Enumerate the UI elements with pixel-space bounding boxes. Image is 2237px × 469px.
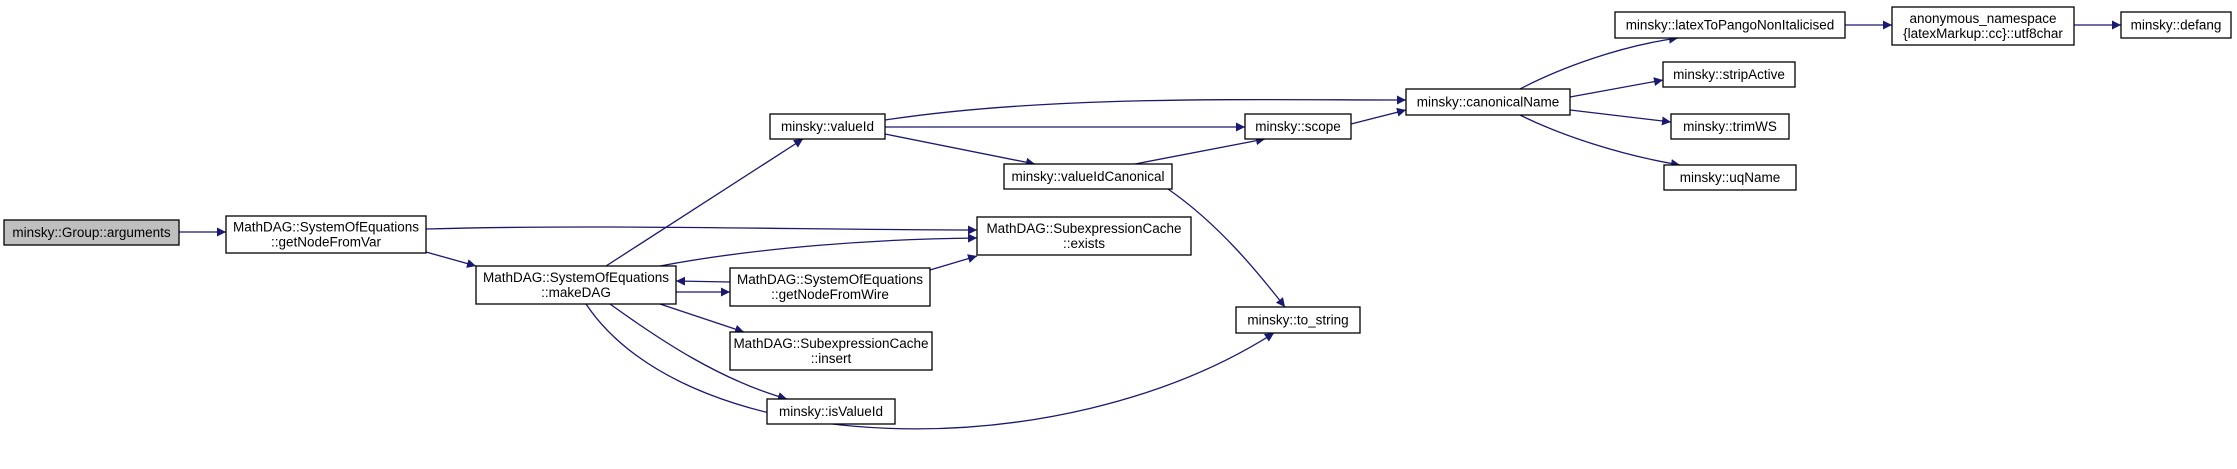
node-box <box>3 219 180 246</box>
node-label: MathDAG::SubexpressionCache <box>986 221 1181 236</box>
edges-layer <box>179 20 2121 430</box>
node-isValueId[interactable]: minsky::isValueId <box>766 398 896 425</box>
node-label: minsky::defang <box>2131 18 2222 33</box>
node-exists[interactable]: MathDAG::SubexpressionCache::exists <box>976 216 1192 256</box>
node-label: ::makeDAG <box>541 285 611 300</box>
node-box <box>729 267 931 307</box>
node-label: minsky::scope <box>1255 119 1341 134</box>
node-box <box>769 113 886 140</box>
edge-canonicalName-to-stripActive <box>1569 77 1664 98</box>
node-label: minsky::canonicalName <box>1417 95 1560 110</box>
node-valueId[interactable]: minsky::valueId <box>769 113 886 140</box>
node-getNodeFromVar[interactable]: MathDAG::SystemOfEquations::getNodeFromV… <box>225 215 427 254</box>
node-box <box>1662 61 1796 88</box>
node-makeDAG[interactable]: MathDAG::SystemOfEquations::makeDAG <box>475 265 677 305</box>
node-label: minsky::trimWS <box>1683 119 1777 134</box>
node-valueIdCanonical[interactable]: minsky::valueIdCanonical <box>1003 163 1173 190</box>
node-box <box>1614 11 1846 39</box>
node-box <box>729 331 933 371</box>
edge-valueId-to-valueIdCanonical <box>884 133 1036 167</box>
node-to_string[interactable]: minsky::to_string <box>1235 306 1361 334</box>
node-label: minsky::valueId <box>781 119 874 134</box>
node-utf8char[interactable]: anonymous_namespace{latexMarkup::cc}::ut… <box>1891 6 2075 46</box>
node-box <box>766 398 896 425</box>
node-latexToPango[interactable]: minsky::latexToPangoNonItalicised <box>1614 11 1846 39</box>
node-label: ::getNodeFromWire <box>771 287 889 302</box>
node-label: MathDAG::SystemOfEquations <box>233 220 419 235</box>
edge-canonicalName-to-latexToPango <box>1519 34 1679 90</box>
edge-makeDAG-to-exists <box>659 233 978 267</box>
node-box <box>1670 113 1790 140</box>
node-label: minsky::isValueId <box>779 404 883 419</box>
node-label: anonymous_namespace <box>1909 11 2056 26</box>
node-canonicalName[interactable]: minsky::canonicalName <box>1405 88 1571 116</box>
edge-getNodeFromVar-to-makeDAG <box>425 251 477 268</box>
node-uqName[interactable]: minsky::uqName <box>1663 164 1797 191</box>
node-box <box>1003 163 1173 190</box>
node-box <box>1405 88 1571 116</box>
edge-getNodeFromVar-to-exists <box>425 225 978 235</box>
node-box <box>475 265 677 305</box>
node-box <box>225 215 427 254</box>
edge-canonicalName-to-uqName <box>1519 114 1681 168</box>
edge-canonicalName-to-trimWS <box>1569 109 1672 126</box>
node-label: minsky::stripActive <box>1673 67 1785 82</box>
edge-valueIdCanonical-to-to_string <box>1167 188 1286 308</box>
edge-valueIdCanonical-to-scope <box>1134 136 1266 165</box>
edge-valueId-to-canonicalName <box>884 95 1407 121</box>
node-box <box>2120 11 2232 39</box>
node-box <box>1235 306 1361 334</box>
node-label: ::exists <box>1063 236 1105 251</box>
node-trimWS[interactable]: minsky::trimWS <box>1670 113 1790 140</box>
node-stripActive[interactable]: minsky::stripActive <box>1662 61 1796 88</box>
edge-scope-to-canonicalName <box>1350 107 1407 125</box>
node-label: ::getNodeFromVar <box>271 235 382 250</box>
edge-makeDAG-to-to_string <box>585 303 1275 430</box>
node-scope[interactable]: minsky::scope <box>1244 113 1352 140</box>
node-label: minsky::Group::arguments <box>12 225 171 240</box>
node-getNodeFromWire[interactable]: MathDAG::SystemOfEquations::getNodeFromW… <box>729 267 931 307</box>
edge-makeDAG-to-valueId <box>605 138 804 267</box>
node-label: ::insert <box>811 351 852 366</box>
edge-makeDAG-to-isValueId <box>609 303 788 401</box>
node-label: MathDAG::SubexpressionCache <box>733 336 928 351</box>
node-label: minsky::to_string <box>1247 313 1348 328</box>
node-label: minsky::uqName <box>1680 170 1781 185</box>
node-insert[interactable]: MathDAG::SubexpressionCache::insert <box>729 331 933 371</box>
node-label: MathDAG::SystemOfEquations <box>737 272 923 287</box>
node-label: minsky::latexToPangoNonItalicised <box>1626 18 1835 33</box>
node-defang[interactable]: minsky::defang <box>2120 11 2232 39</box>
node-arguments[interactable]: minsky::Group::arguments <box>3 219 180 246</box>
edge-getNodeFromWire-to-makeDAG <box>675 276 731 286</box>
node-box <box>976 216 1192 256</box>
node-box <box>1663 164 1797 191</box>
node-label: {latexMarkup::cc}::utf8char <box>1903 26 2063 41</box>
node-label: MathDAG::SystemOfEquations <box>483 270 669 285</box>
node-label: minsky::valueIdCanonical <box>1011 169 1164 184</box>
node-box <box>1244 113 1352 140</box>
edge-getNodeFromWire-to-exists <box>929 254 978 271</box>
edge-makeDAG-to-insert <box>659 303 745 334</box>
node-box <box>1891 6 2075 46</box>
